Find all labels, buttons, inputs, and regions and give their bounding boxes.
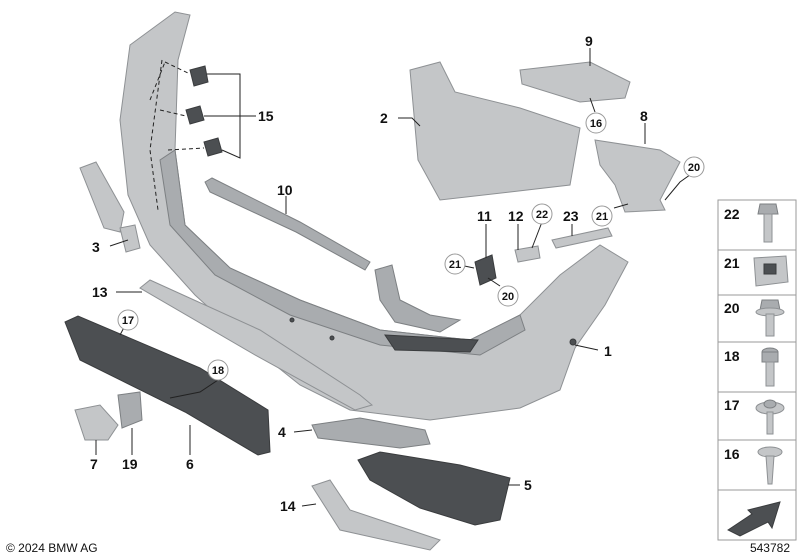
circle-callout-20b: 20 — [497, 285, 519, 307]
tapping-screw-icon — [757, 446, 783, 485]
bracket-side — [594, 139, 681, 213]
circle-callout-17: 17 — [117, 309, 139, 331]
callout-1: 1 — [604, 343, 612, 359]
trim-piece-4 — [311, 417, 431, 449]
fastener-22-label: 22 — [724, 206, 740, 222]
svg-text:22: 22 — [536, 209, 548, 221]
callout-15: 15 — [258, 108, 274, 124]
arrow-symbol-icon — [727, 501, 781, 537]
trim-piece-14 — [311, 479, 441, 551]
plug-3 — [119, 224, 141, 253]
callout-6: 6 — [186, 456, 194, 472]
circle-callout-20a: 20 — [683, 156, 705, 178]
fastener-21-label: 21 — [724, 255, 740, 271]
callout-7: 7 — [90, 456, 98, 472]
lower-trim — [139, 279, 374, 411]
callout-9: 9 — [585, 33, 593, 49]
trim-23 — [551, 227, 613, 249]
diagram-id: 543782 — [749, 541, 790, 555]
callout-5: 5 — [524, 477, 532, 493]
circle-callout-18: 18 — [207, 359, 229, 381]
callout-8: 8 — [640, 108, 648, 124]
svg-text:18: 18 — [212, 365, 224, 377]
callout-10: 10 — [277, 182, 293, 198]
bolt-icon — [761, 347, 779, 387]
circled-callouts: 16 17 18 20 20 21 21 22 — [117, 112, 705, 381]
clip-group — [149, 61, 223, 157]
fastener-panel: 22 21 20 18 17 16 — [717, 199, 797, 541]
callout-labels: 1 2 3 4 5 6 7 8 9 10 11 12 13 14 15 19 2… — [90, 33, 648, 514]
callout-19: 19 — [122, 456, 138, 472]
circle-callout-16: 16 — [585, 112, 607, 134]
fastener-20-label: 20 — [724, 300, 740, 316]
holder-7 — [74, 404, 119, 441]
circle-callout-22: 22 — [531, 203, 553, 225]
clip-12 — [514, 245, 541, 263]
fastener-17-label: 17 — [724, 397, 740, 413]
cover-11 — [474, 254, 497, 286]
callout-12: 12 — [508, 208, 524, 224]
lower-grille — [64, 315, 271, 456]
circle-callout-21b: 21 — [591, 205, 613, 227]
trim-strip — [204, 177, 371, 271]
guide-line — [149, 59, 163, 211]
callout-3: 3 — [92, 239, 100, 255]
fastener-18-label: 18 — [724, 348, 740, 364]
callout-4: 4 — [278, 424, 286, 440]
screw-icon — [757, 203, 779, 243]
holder-19 — [117, 391, 143, 429]
side-grille — [357, 451, 511, 526]
callout-11: 11 — [477, 208, 492, 224]
callout-14: 14 — [280, 498, 296, 514]
corner-trim — [409, 61, 581, 201]
svg-text:20: 20 — [688, 162, 700, 174]
copyright-text: © 2024 BMW AG — [6, 541, 98, 555]
svg-text:17: 17 — [122, 315, 134, 327]
callout-2: 2 — [380, 110, 388, 126]
circle-callout-21a: 21 — [444, 253, 466, 275]
svg-text:16: 16 — [590, 118, 602, 130]
clip-nut-icon — [753, 255, 789, 287]
svg-text:21: 21 — [596, 211, 608, 223]
flange-screw-icon — [755, 399, 785, 435]
callout-13: 13 — [92, 284, 108, 300]
bracket-top — [519, 61, 631, 103]
reflector-left — [79, 161, 125, 233]
callout-23: 23 — [563, 208, 579, 224]
fastener-16-label: 16 — [724, 446, 740, 462]
svg-text:20: 20 — [502, 291, 514, 303]
washer-bolt-icon — [755, 299, 785, 337]
svg-text:21: 21 — [449, 259, 461, 271]
